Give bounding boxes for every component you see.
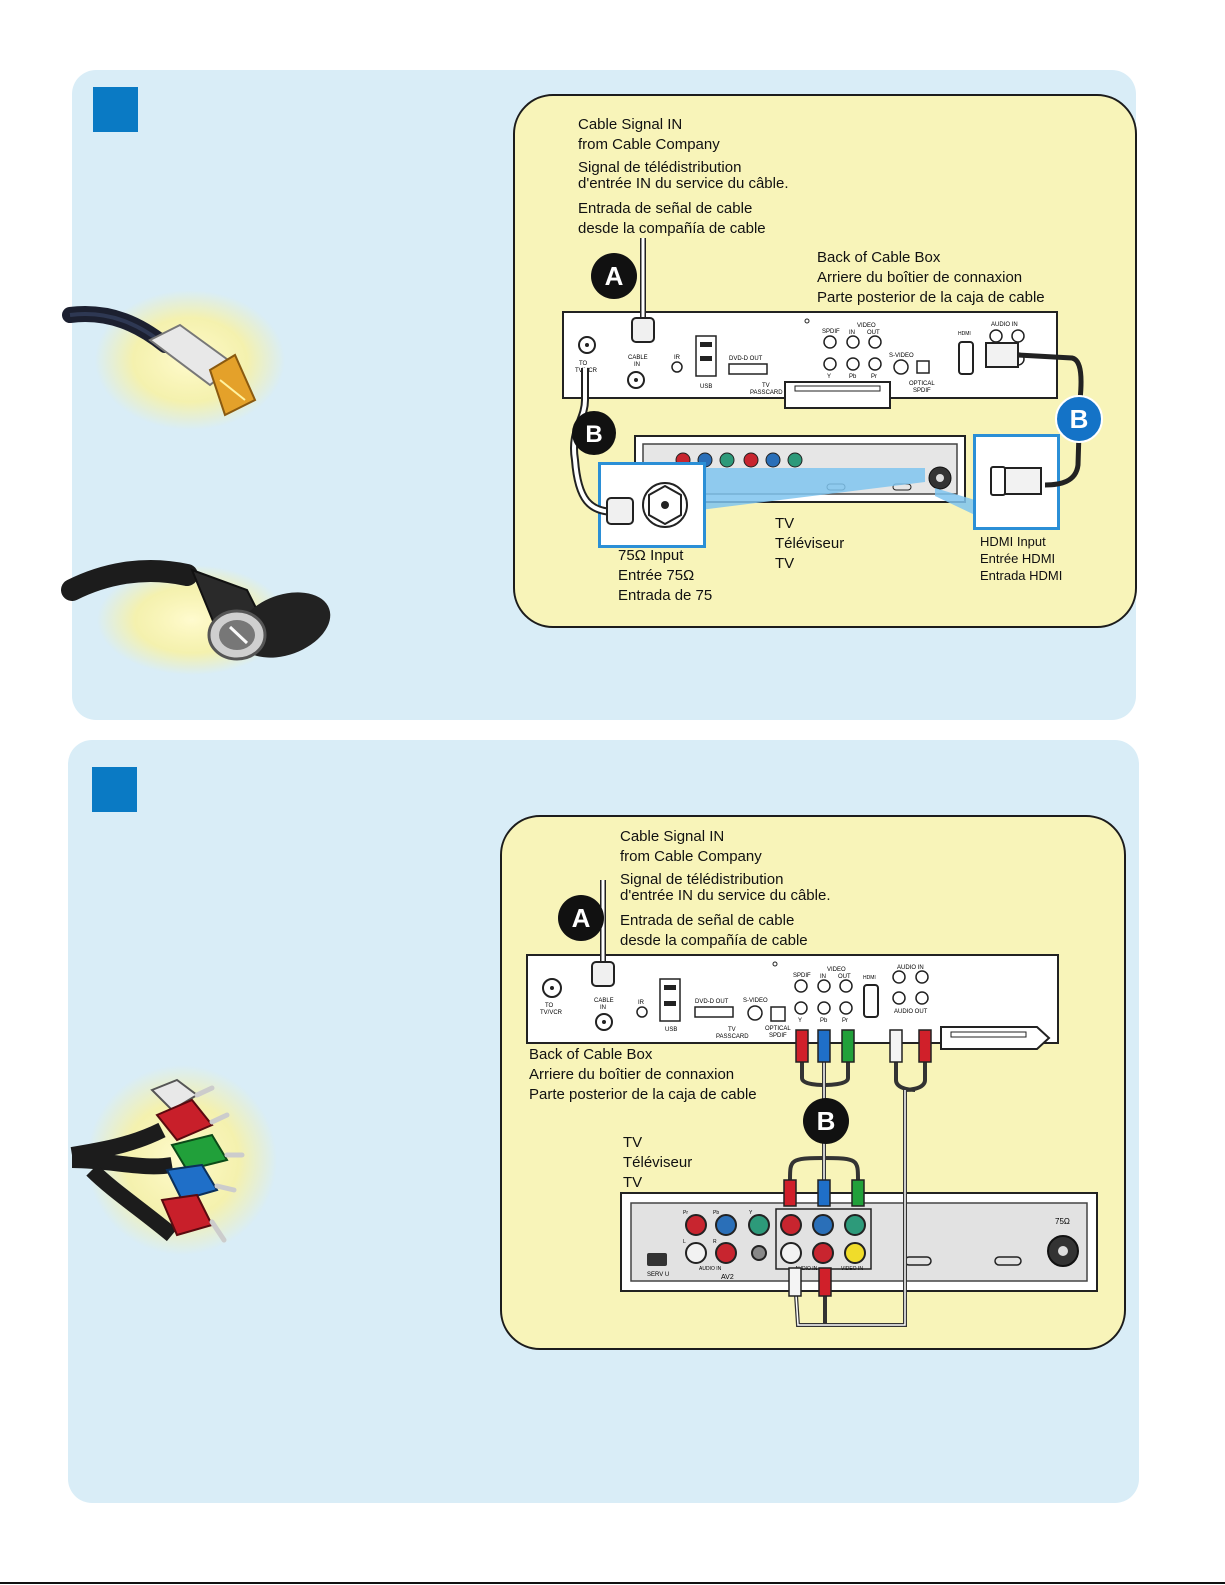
audio-in-label-2: AUDIO IN xyxy=(897,965,924,971)
optical-spdif-label-2: SPDIF xyxy=(769,1033,787,1039)
audio-in-label: AUDIO IN xyxy=(991,322,1018,328)
page-bottom-rule xyxy=(0,1582,1225,1584)
pr-label-2: Pr xyxy=(842,1018,848,1024)
svg-text:A: A xyxy=(605,261,624,291)
cable-label: CABLE xyxy=(628,355,648,361)
to-tv-label: TO xyxy=(579,361,588,367)
cable-in-label-2: IN xyxy=(600,1005,606,1011)
tv-back-panel-2: SERV U AV2 AUDIO IN AUDIO IN VIDEO IN 75… xyxy=(620,1192,1098,1292)
hdmi-label: HDMI xyxy=(958,331,971,337)
svg-text:A: A xyxy=(572,903,591,933)
tvvcr-label-2: TV/VCR xyxy=(540,1010,563,1016)
av2-label: AV2 xyxy=(721,1274,734,1281)
svg-text:B: B xyxy=(585,421,602,448)
marker-b-1-right: B xyxy=(1055,395,1103,443)
optical-label: OPTICAL xyxy=(909,381,935,387)
dvd-out-label: DVD-D OUT xyxy=(729,356,763,362)
step-badge-2 xyxy=(92,767,137,812)
svideo-label: S-VIDEO xyxy=(889,353,914,359)
marker-a-2: A xyxy=(558,895,604,941)
marker-b-1-left: B xyxy=(572,411,616,455)
pb-label-2: Pb xyxy=(820,1018,828,1024)
optical-label-2: OPTICAL xyxy=(765,1026,791,1032)
svideo-label-2: S-VIDEO xyxy=(743,998,768,1004)
dvd-out-label-2: DVD-D OUT xyxy=(695,999,729,1005)
video-out-label: OUT xyxy=(867,330,880,336)
video-out-label-2: OUT xyxy=(838,974,851,980)
tv-l-label: L xyxy=(683,1239,686,1245)
audio-in-left-label: AUDIO IN xyxy=(699,1266,722,1272)
to-tv-label-2: TO xyxy=(545,1003,554,1009)
video-label: VIDEO xyxy=(857,323,876,329)
coax-input-jack xyxy=(642,482,688,528)
serv-u-label: SERV U xyxy=(647,1272,669,1278)
hdmi-cable-icon xyxy=(62,290,285,430)
tv-pb-label: Pb xyxy=(713,1210,719,1216)
cable-in-label: IN xyxy=(634,362,640,368)
video-label-2: VIDEO xyxy=(827,967,846,973)
pb-label: Pb xyxy=(849,374,857,380)
marker-a-1: A xyxy=(591,253,637,299)
y-label: Y xyxy=(827,374,831,380)
ir-label: IR xyxy=(674,355,681,361)
video-in-label: IN xyxy=(849,330,855,336)
tv-passcard-label-2b: PASSCARD xyxy=(716,1034,749,1040)
tv-r-label: R xyxy=(713,1239,717,1245)
component-rca-cable-icon xyxy=(70,1065,277,1255)
y-label-2: Y xyxy=(798,1018,802,1024)
video-in-label-tv: VIDEO IN xyxy=(841,1266,863,1272)
svg-text:B: B xyxy=(1070,404,1089,434)
tv-y-label: Y xyxy=(749,1210,753,1216)
pr-label: Pr xyxy=(871,374,877,380)
spdif-label: SPDIF xyxy=(822,329,840,335)
ohm-label: 75Ω xyxy=(1055,1217,1070,1226)
usb-label: USB xyxy=(700,384,712,390)
callout-wedges xyxy=(700,468,975,515)
audio-in-right-label: AUDIO IN xyxy=(795,1266,818,1272)
svg-text:B: B xyxy=(817,1106,836,1136)
usb-label-2: USB xyxy=(665,1027,677,1033)
tv-pr-label: Pr xyxy=(683,1210,688,1216)
ir-label-2: IR xyxy=(638,1000,645,1006)
tv-passcard-label-1: TV xyxy=(762,383,770,389)
spdif-label-2: SPDIF xyxy=(793,973,811,979)
tv-passcard-label-2a: TV xyxy=(728,1027,736,1033)
hdmi-label-2: HDMI xyxy=(863,975,876,981)
audio-out-label-2: AUDIO OUT xyxy=(894,1009,928,1015)
step-badge-1 xyxy=(93,87,138,132)
coaxial-cable-icon xyxy=(61,559,331,675)
tv-passcard-label-2: PASSCARD xyxy=(750,390,783,396)
optical-spdif-label: SPDIF xyxy=(913,388,931,394)
cable-label-2: CABLE xyxy=(594,998,614,1004)
video-in-label-2: IN xyxy=(820,974,826,980)
cable-box-back-panel-2: TO TV/VCR CABLE IN IR USB DVD-D OUT TV P… xyxy=(526,954,1059,1050)
marker-b-2: B xyxy=(803,1098,849,1144)
